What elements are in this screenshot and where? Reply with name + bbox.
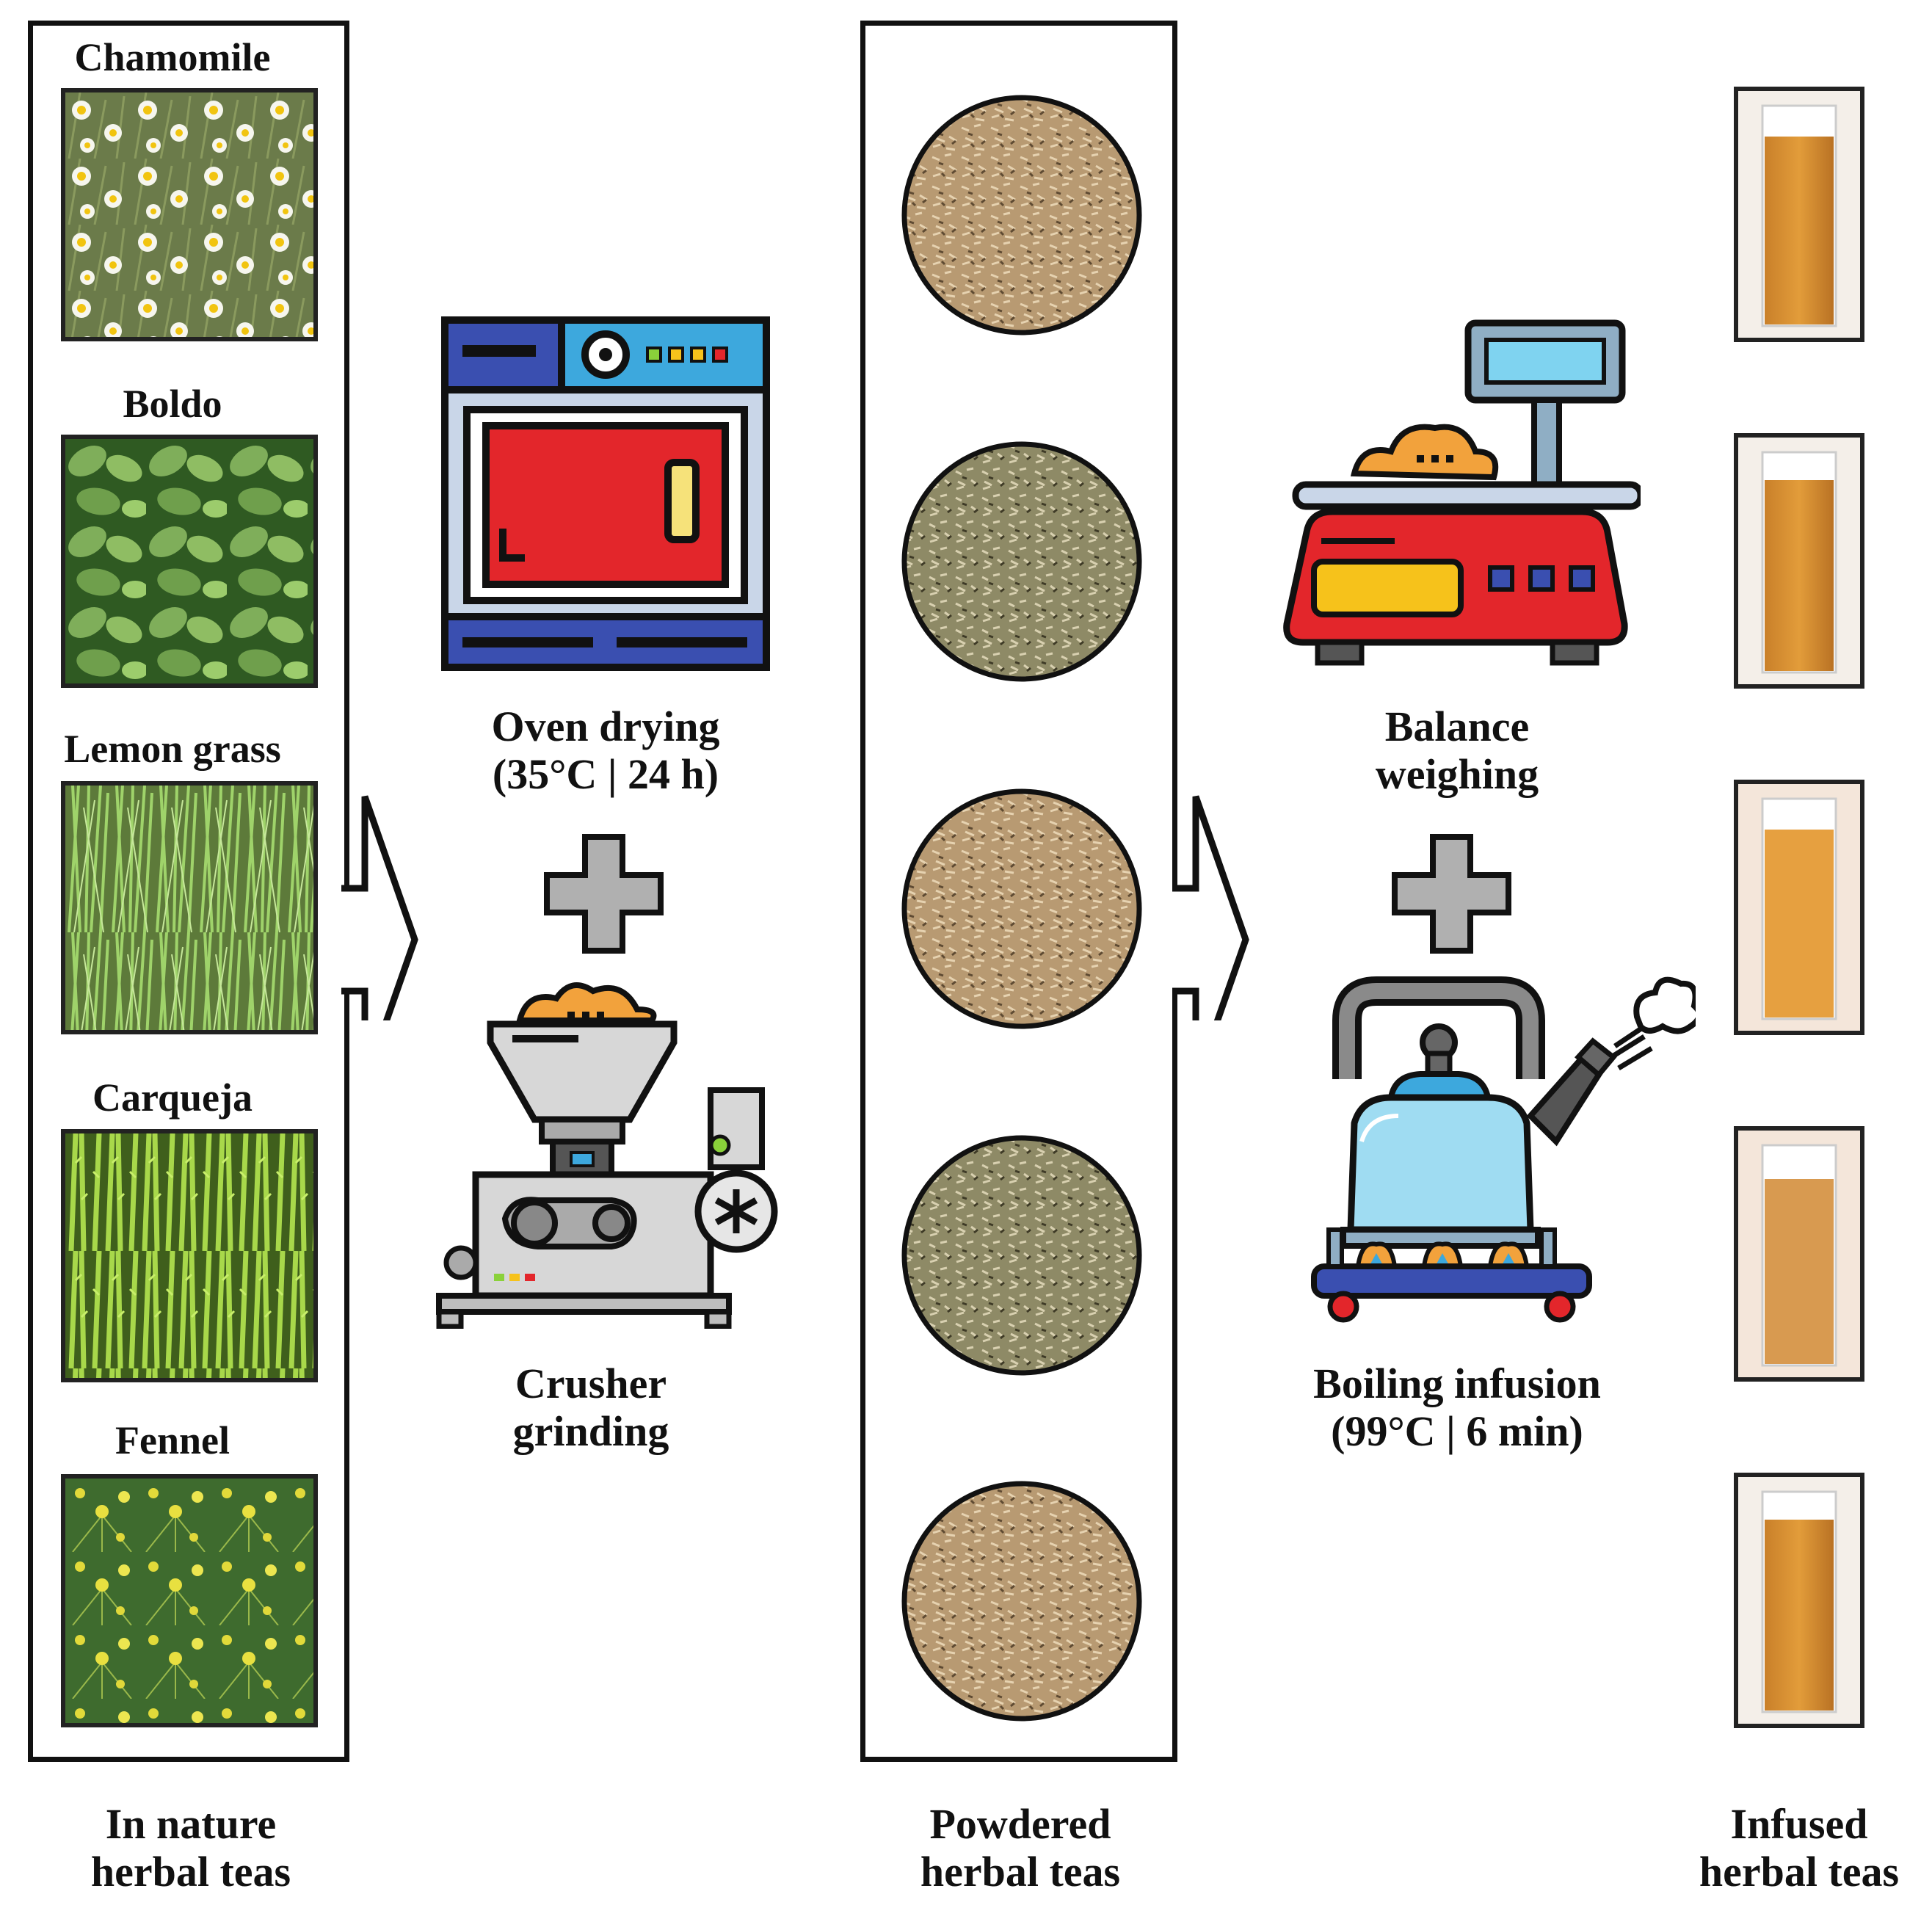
- crusher-step-line1: Crusher: [515, 1360, 667, 1407]
- powdered-column-line1: Powdered: [929, 1800, 1111, 1848]
- boiling-step-line2: (99°C | 6 min): [1331, 1407, 1583, 1455]
- balance-step-line2: weighing: [1375, 750, 1539, 798]
- carqueja-photo: [61, 1129, 318, 1382]
- powder-chamomile-icon: [901, 95, 1142, 335]
- oven-step-line2: (35°C | 24 h): [492, 750, 719, 798]
- oven-icon: [441, 316, 770, 671]
- infused-tea-chamomile: [1734, 87, 1864, 342]
- plant-label-lemon-grass: Lemon grass: [64, 727, 281, 771]
- infused-tea-fennel: [1734, 1473, 1864, 1728]
- plant-label-chamomile: Chamomile: [74, 35, 271, 79]
- oven-step-line1: Oven drying: [491, 703, 720, 750]
- balance-step-line1: Balance: [1384, 703, 1530, 750]
- oven-step-label: Oven drying (35°C | 24 h): [411, 703, 800, 799]
- powdered-column-label: Powdered herbal teas: [844, 1800, 1196, 1896]
- balance-scale-icon: [1283, 319, 1641, 666]
- crusher-icon: [436, 982, 778, 1329]
- crusher-step-line2: grinding: [512, 1407, 669, 1455]
- nature-column-line1: In nature: [105, 1800, 277, 1848]
- kettle-stove-icon: [1311, 976, 1696, 1323]
- plant-label-boldo: Boldo: [123, 382, 222, 426]
- plant-label-fennel: Fennel: [115, 1418, 230, 1462]
- powder-lemon-grass-icon: [901, 788, 1142, 1029]
- nature-column-line2: herbal teas: [90, 1847, 291, 1896]
- balance-step-label: Balance weighing: [1274, 703, 1641, 799]
- chamomile-photo: [61, 88, 318, 341]
- powder-boldo-icon: [901, 441, 1142, 682]
- infused-tea-carqueja: [1734, 1126, 1864, 1382]
- boiling-step-label: Boiling infusion (99°C | 6 min): [1248, 1360, 1666, 1456]
- plant-label-carqueja: Carqueja: [92, 1075, 253, 1120]
- infused-column-line1: Infused: [1730, 1800, 1868, 1848]
- arrow-right-icon: [341, 795, 418, 1020]
- powdered-column-line2: herbal teas: [920, 1847, 1121, 1896]
- boiling-step-line1: Boiling infusion: [1313, 1360, 1601, 1407]
- arrow-right-icon: [1172, 795, 1249, 1020]
- crusher-step-label: Crusher grinding: [411, 1360, 771, 1456]
- lemon-grass-photo: [61, 781, 318, 1034]
- infused-column-label: Infused herbal teas: [1666, 1800, 1932, 1896]
- infused-column-line2: herbal teas: [1699, 1847, 1900, 1896]
- powder-fennel-icon: [901, 1481, 1142, 1722]
- plus-icon: [1392, 834, 1511, 954]
- plus-icon: [544, 834, 664, 954]
- infused-tea-boldo: [1734, 433, 1864, 689]
- infused-tea-lemon-grass: [1734, 780, 1864, 1035]
- fennel-photo: [61, 1474, 318, 1727]
- powder-carqueja-icon: [901, 1135, 1142, 1376]
- boldo-photo: [61, 435, 318, 688]
- nature-column-label: In nature herbal teas: [15, 1800, 367, 1896]
